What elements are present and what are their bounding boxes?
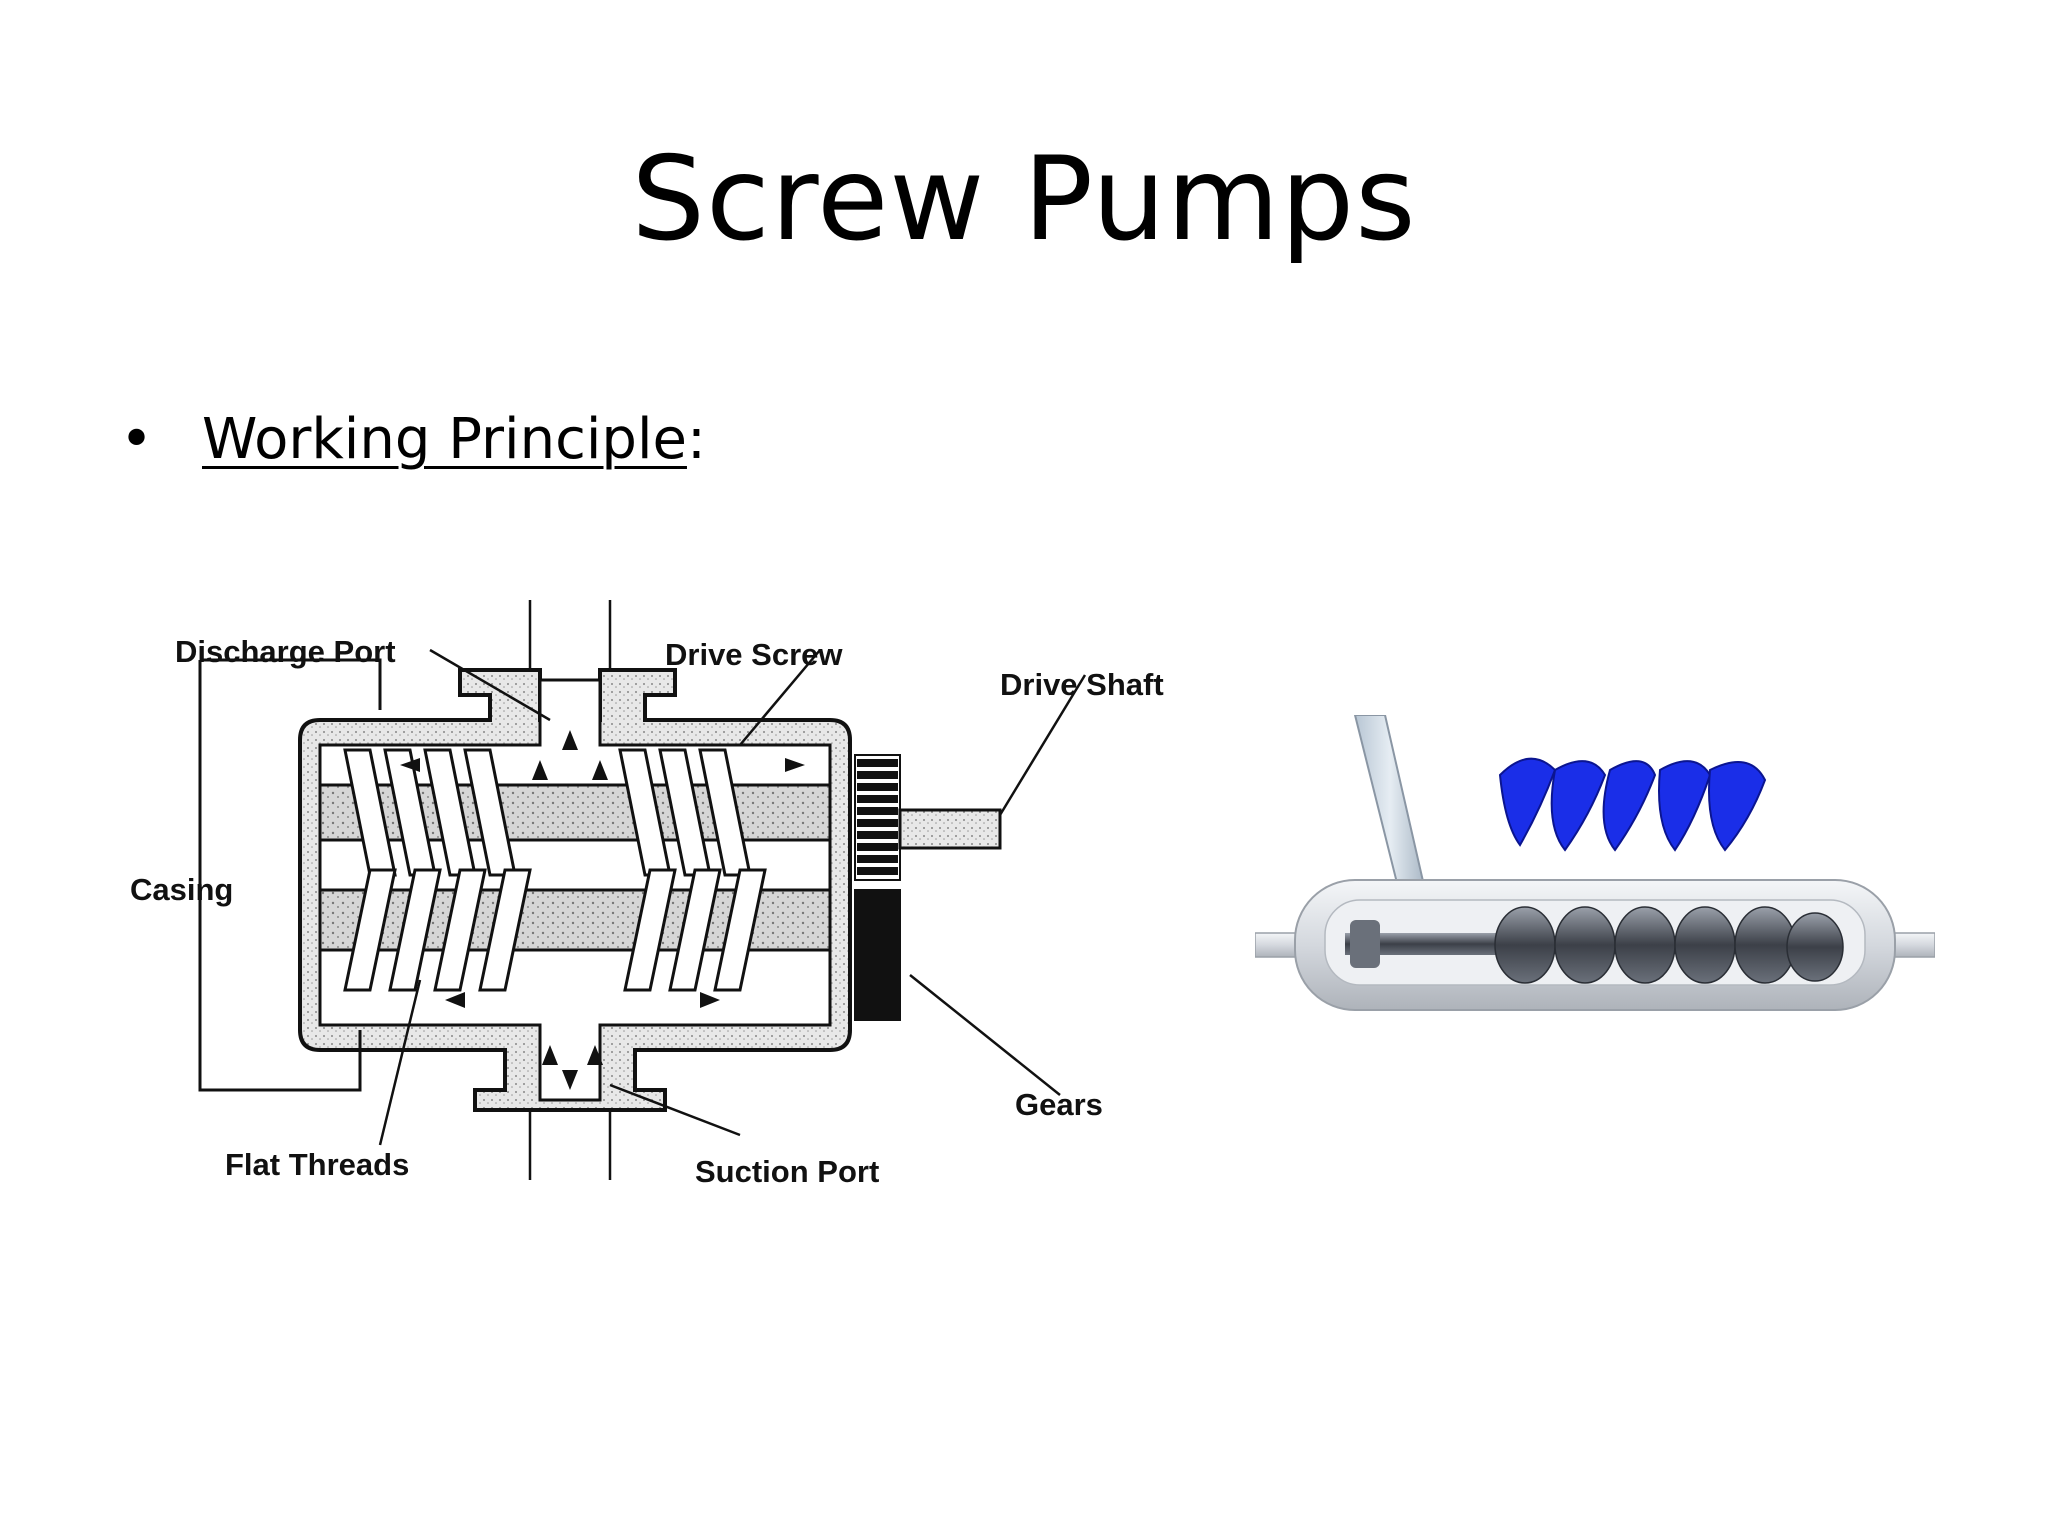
screw-pump-cross-section-diagram: Discharge Port Drive Screw Drive Shaft C… [130, 600, 1164, 1189]
bullet-colon: : [686, 407, 706, 472]
bullet-label: Working Principle [202, 407, 687, 472]
label-casing: Casing [130, 872, 233, 907]
outlet-stub [1889, 932, 1935, 958]
dark-screw-rotor [1494, 906, 1844, 984]
shaft [1345, 933, 1505, 955]
bullet-symbol: • [120, 407, 154, 472]
label-suction-port: Suction Port [695, 1154, 879, 1189]
flat-threads-lower-screw [318, 868, 832, 992]
coupling [1350, 920, 1380, 968]
leader-lines [378, 600, 1087, 1180]
screw-pump-3d-illustration [1255, 715, 1935, 1135]
label-flat-threads: Flat Threads [225, 1147, 409, 1182]
inlet-stub [1255, 932, 1301, 958]
flow-arrows [400, 730, 805, 1090]
slide-title: Screw Pumps [631, 132, 1417, 267]
label-drive-screw: Drive Screw [665, 637, 843, 672]
label-drive-shaft: Drive Shaft [1000, 667, 1164, 702]
label-discharge-port: Discharge Port [175, 634, 396, 669]
drive-shaft [898, 808, 1002, 850]
label-gears: Gears [1015, 1087, 1103, 1122]
blue-screw-rotors [1498, 757, 1767, 852]
casing-bracket [198, 658, 382, 1092]
gears [854, 754, 901, 1021]
